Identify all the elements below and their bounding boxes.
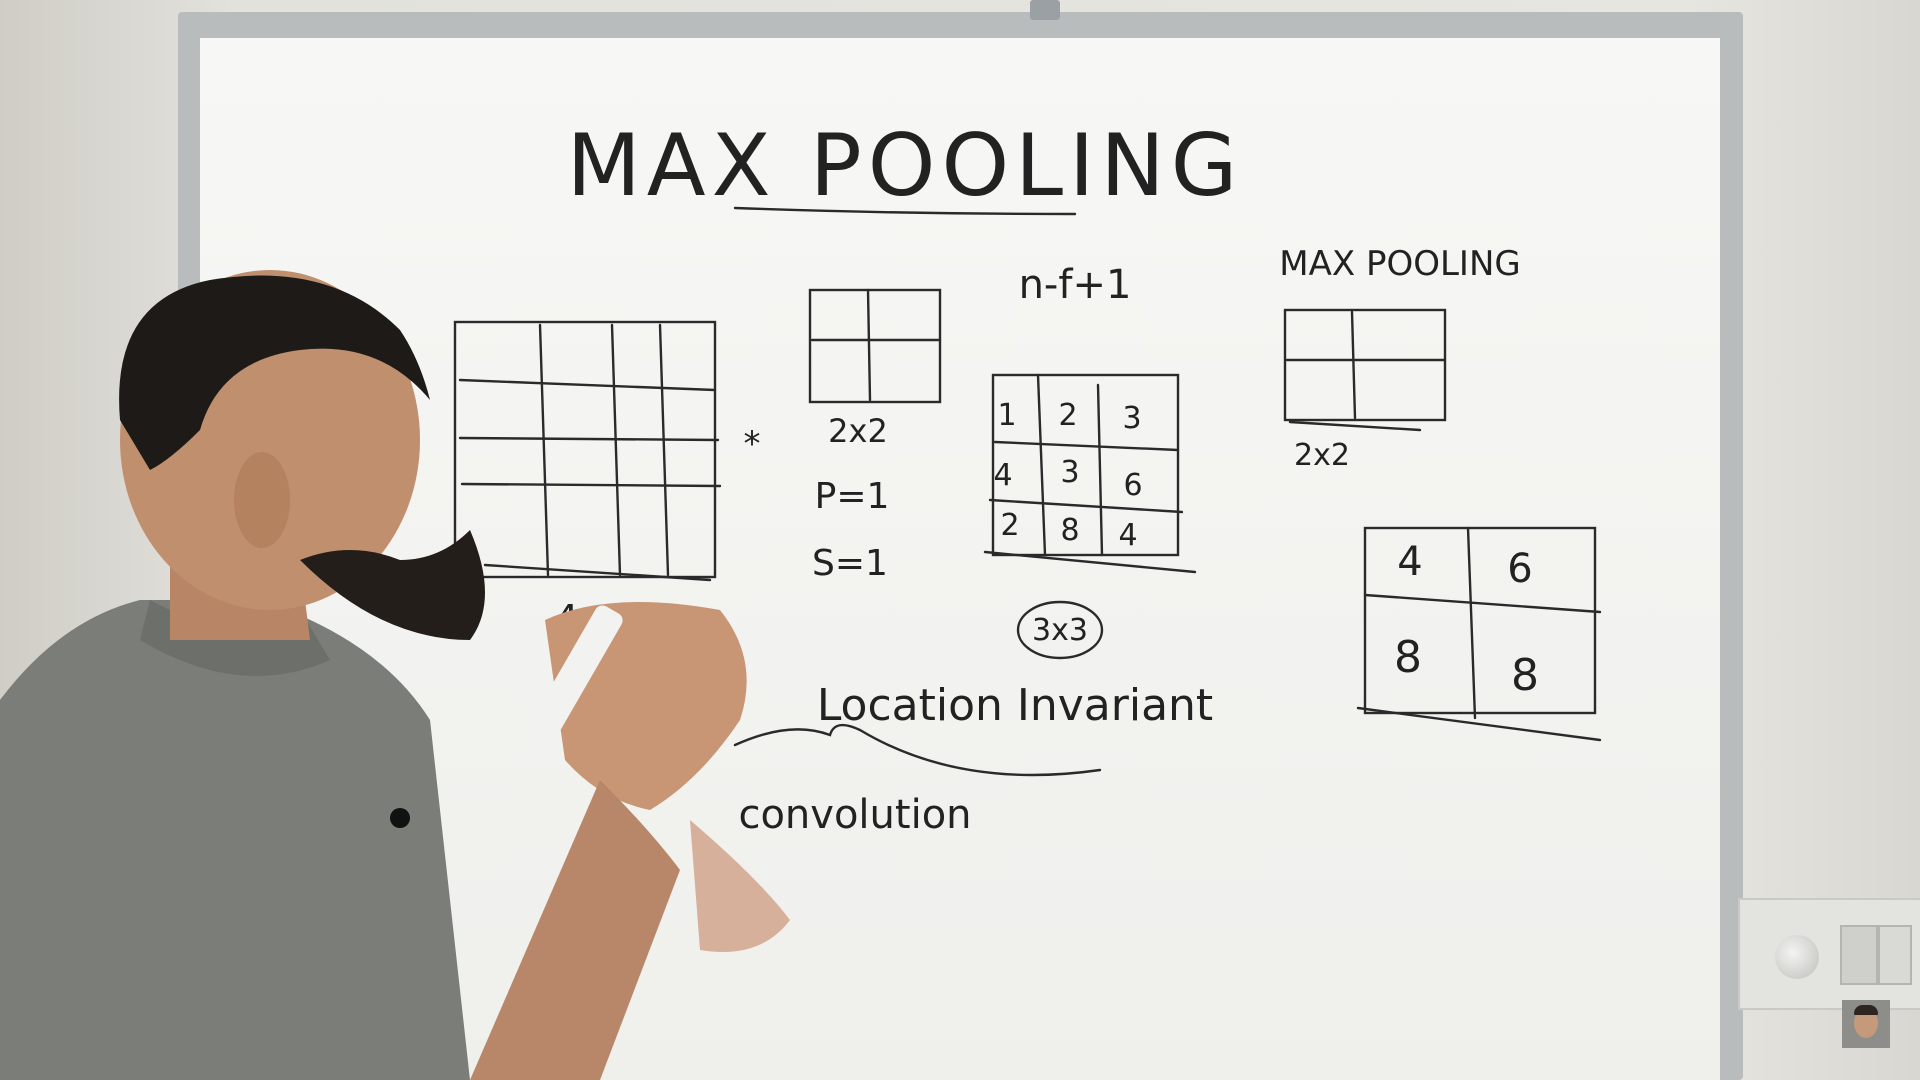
board-clip (1030, 0, 1060, 20)
output-grid-3x3 (983, 373, 1197, 574)
result-0-0: 4 (1397, 539, 1422, 585)
filter-size-label: 2x2 (828, 412, 888, 450)
switch-rocker (1840, 925, 1878, 985)
output-size-label: 3x3 (1032, 613, 1088, 648)
cell-2-1: 8 (1060, 513, 1079, 548)
switch-knob (1775, 935, 1819, 979)
board-title: MAX POOLING (567, 116, 1244, 216)
cell-0-2: 3 (1122, 401, 1141, 436)
stride-label: S=1 (812, 543, 888, 584)
maxpool-filter-label: 2x2 (1294, 438, 1350, 473)
convolution-text: convolution (738, 792, 971, 838)
cell-2-0: 2 (1000, 508, 1019, 543)
size-circle (1016, 600, 1104, 660)
result-1-0: 8 (1394, 632, 1422, 683)
cell-0-1: 2 (1058, 398, 1077, 433)
convolution-brace (733, 723, 1102, 777)
title-underline (733, 206, 1077, 216)
cell-1-1: 3 (1060, 455, 1079, 490)
maxpool-filter-2x2 (1283, 308, 1447, 432)
presenter-hair (119, 275, 430, 470)
pooled-result-grid (1356, 526, 1602, 742)
presenter-shirt (0, 600, 470, 1080)
cell-0-0: 1 (997, 398, 1016, 433)
result-0-1: 6 (1507, 546, 1532, 592)
maxpool-heading: MAX POOLING (1279, 244, 1520, 284)
cell-1-0: 4 (993, 458, 1012, 493)
location-invariant-text: Location Invariant (817, 680, 1213, 731)
marker (527, 605, 623, 745)
input-grid-4x4 (453, 320, 722, 582)
padding-label: P=1 (815, 476, 890, 517)
cell-1-2: 6 (1123, 468, 1142, 503)
convolution-star: * (744, 424, 761, 464)
switch-rocker-2 (1878, 925, 1912, 985)
presenter-beard (300, 530, 485, 640)
presenter-hand (545, 602, 747, 810)
formula-label: n-f+1 (1019, 262, 1132, 308)
filter-grid-2x2 (808, 288, 942, 404)
cell-2-2: 4 (1118, 518, 1137, 553)
presenter-avatar-icon (1842, 1000, 1890, 1048)
result-1-1: 8 (1511, 650, 1539, 701)
